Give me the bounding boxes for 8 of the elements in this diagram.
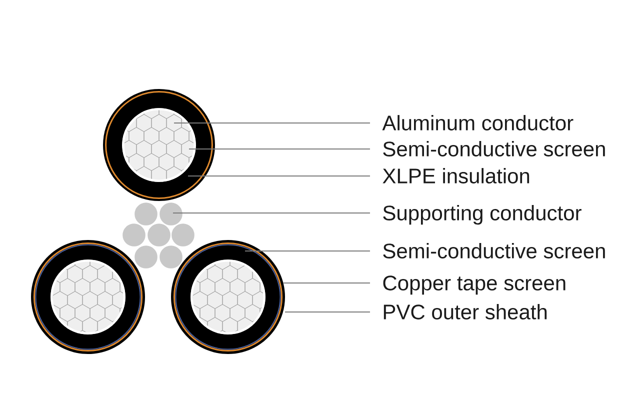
part-label: Copper tape screen <box>383 276 566 295</box>
part-label: Aluminum conductor <box>382 115 574 130</box>
leader-line <box>282 282 370 284</box>
part-label: Semi-conductive screen <box>383 243 605 258</box>
part-label: XLPE insulation <box>382 168 530 184</box>
part-label: PVC outer sheath <box>384 304 547 320</box>
part-label: Supporting conductor <box>383 205 582 225</box>
part-label: Semi-conductive screen <box>383 141 605 156</box>
